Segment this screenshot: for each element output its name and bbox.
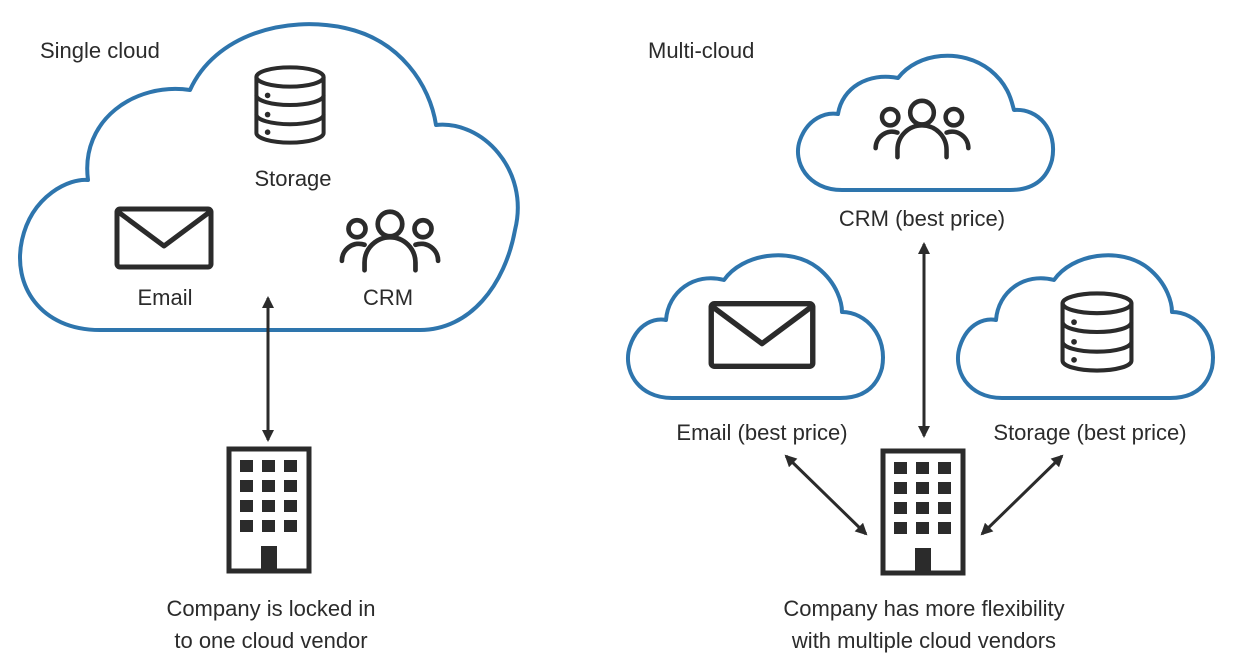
office-building-icon <box>229 449 309 571</box>
single-storage-label: Storage <box>254 166 331 191</box>
multi-caption-line2: with multiple cloud vendors <box>791 628 1056 653</box>
multi-crm-label: CRM (best price) <box>839 206 1005 231</box>
multi-cloud-panel: Multi-cloud CRM (best price) Email (best… <box>626 38 1215 653</box>
multi-cloud-heading: Multi-cloud <box>648 38 754 63</box>
email-cloud-shape <box>626 253 885 400</box>
single-crm-label: CRM <box>363 285 413 310</box>
multi-caption-line1: Company has more flexibility <box>783 596 1064 621</box>
office-building-icon <box>883 451 963 573</box>
single-cloud-heading: Single cloud <box>40 38 160 63</box>
multi-email-label: Email (best price) <box>676 420 847 445</box>
single-caption-line2: to one cloud vendor <box>174 628 367 653</box>
single-cloud-panel: Single cloud Storage Email CRM Company i… <box>18 22 520 653</box>
multi-storage-label: Storage (best price) <box>993 420 1186 445</box>
single-email-label: Email <box>137 285 192 310</box>
storage-connection-arrow <box>980 454 1064 536</box>
single-caption-line1: Company is locked in <box>166 596 375 621</box>
email-connection-arrow <box>784 454 868 536</box>
storage-cloud-shape <box>956 253 1215 400</box>
single-cloud-shape <box>18 22 520 332</box>
